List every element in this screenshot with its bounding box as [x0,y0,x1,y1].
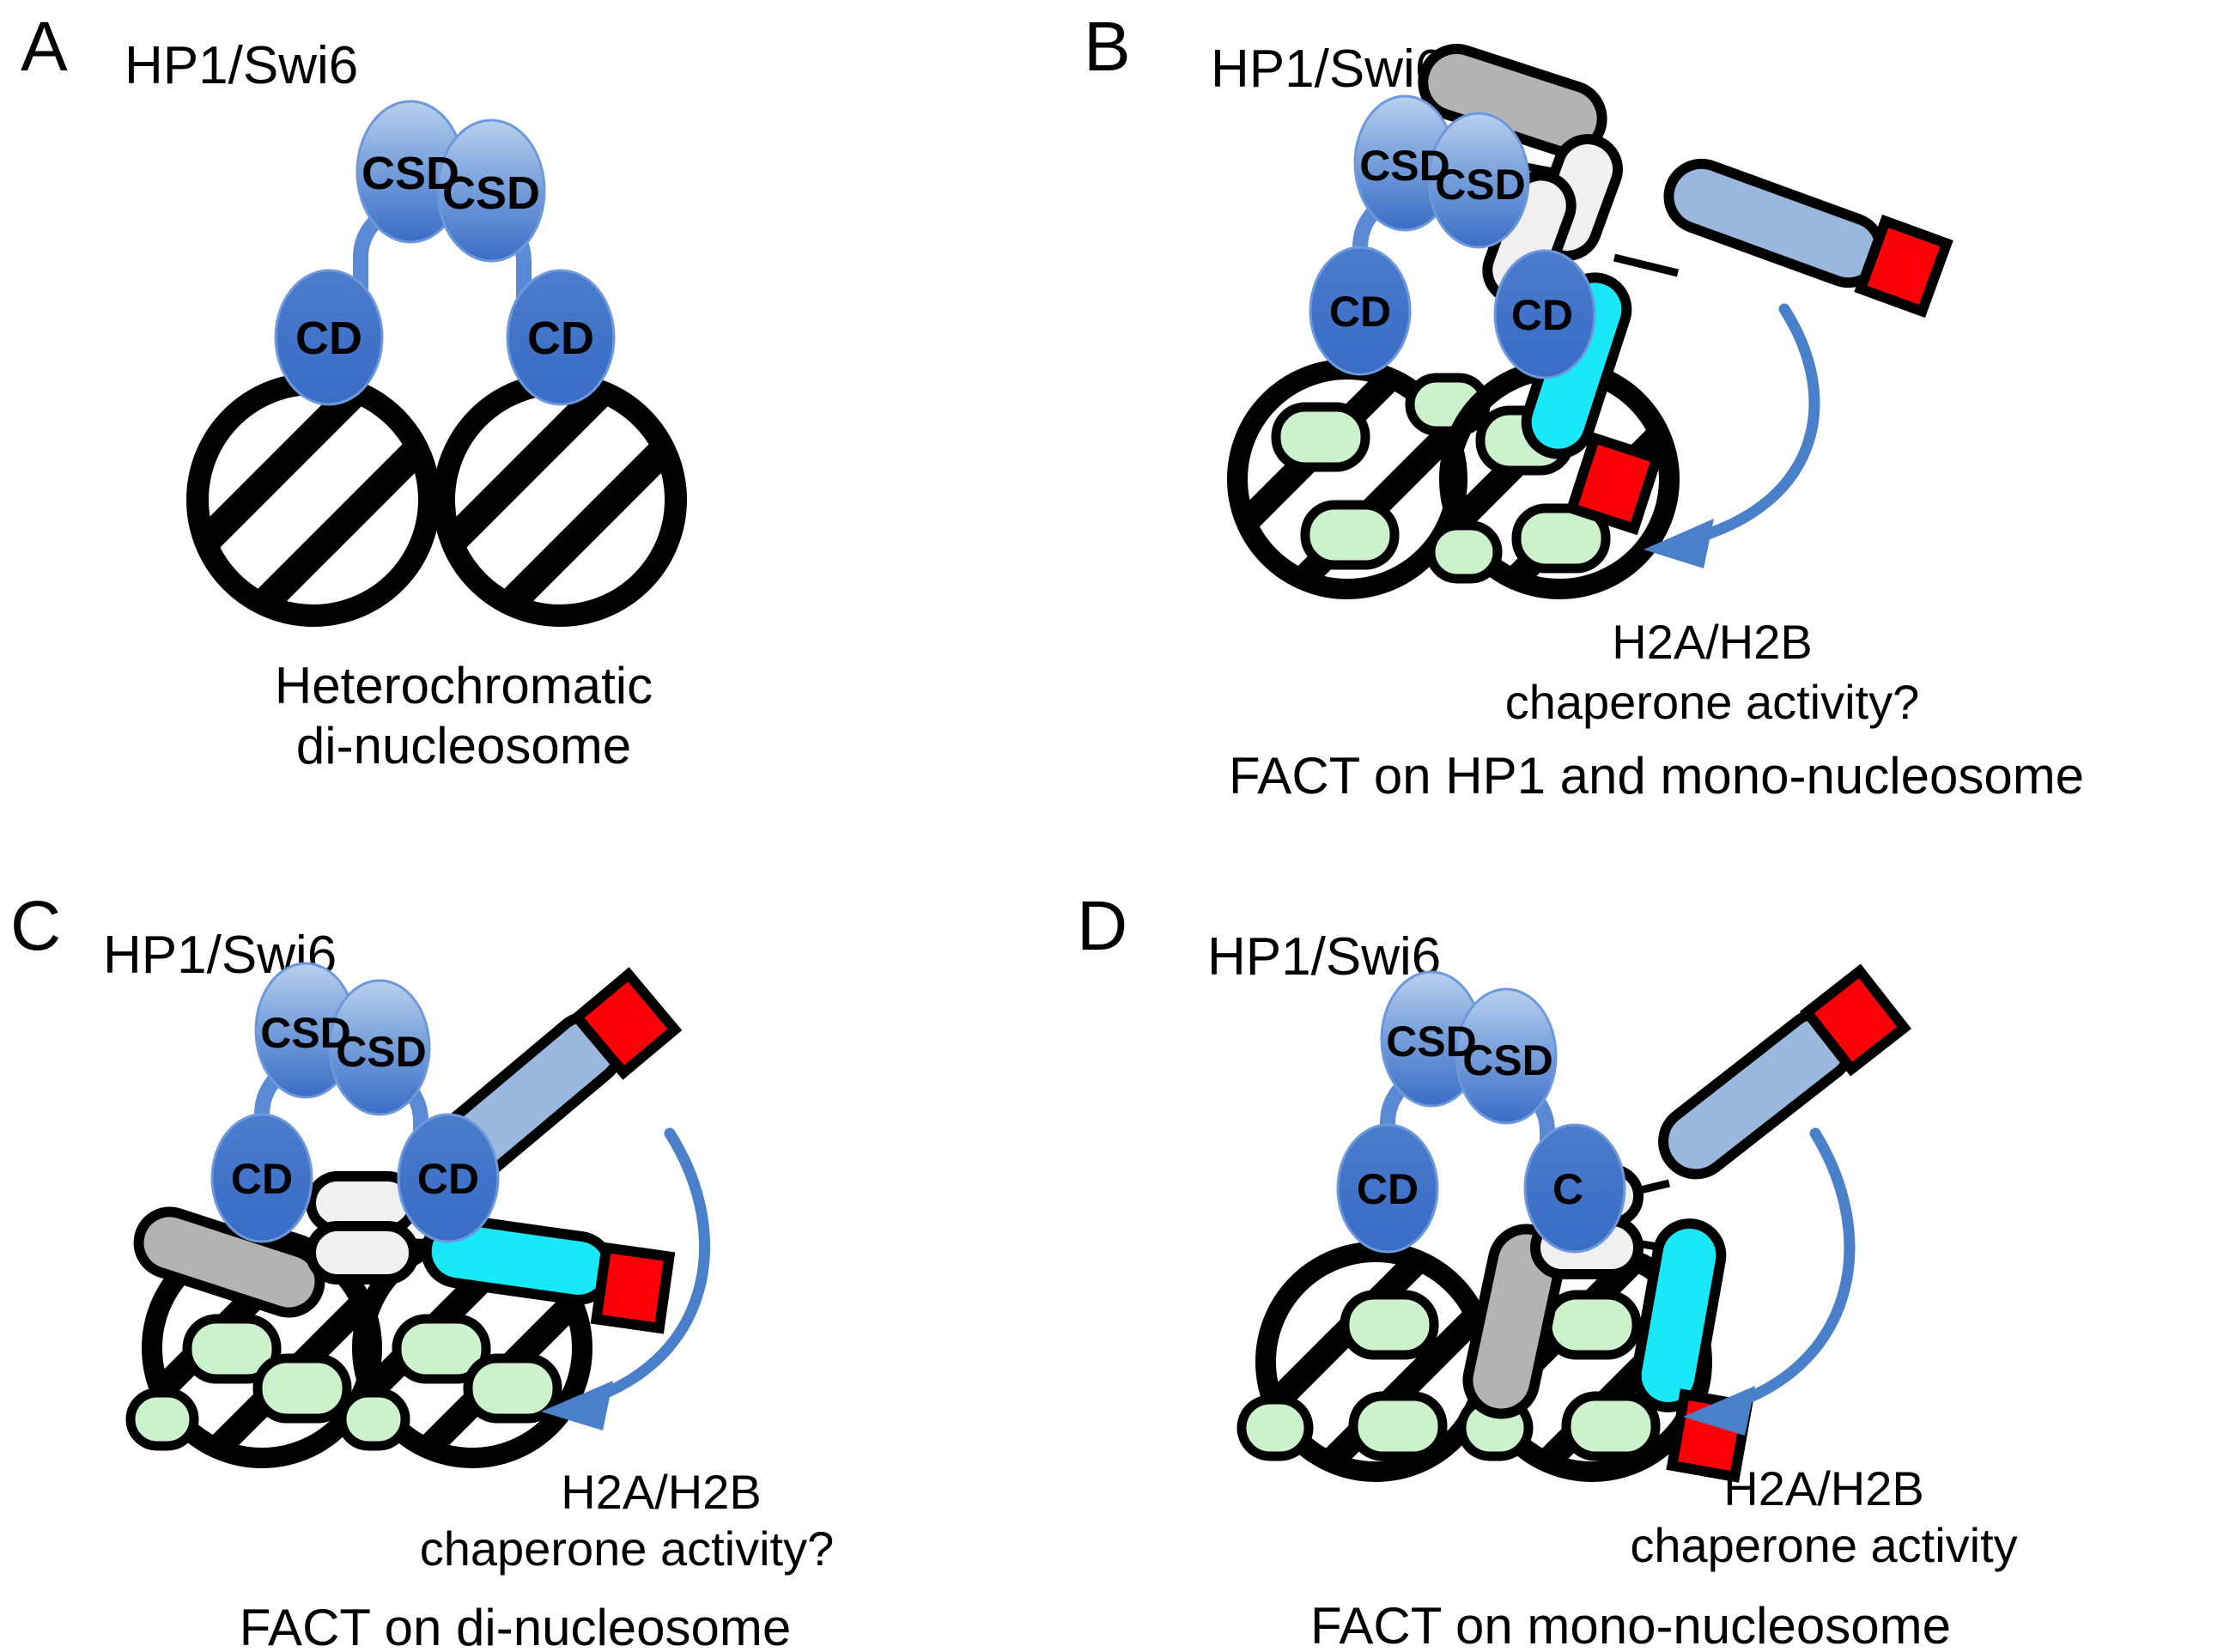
fact-cyan-capsule [1631,1218,1727,1412]
panel-d-cd-left-label: CD [1357,1165,1419,1213]
panel-d-letter: D [1077,887,1128,965]
panel-b-letter: B [1084,8,1131,86]
fact-cyan-red-tip [1565,431,1663,536]
chaperone-arrow [1683,1127,1856,1436]
panel-c: C HP1/Swi6 [0,884,1118,1652]
nucleosome-left [1236,1242,1496,1482]
fact-gray-capsule [1462,1224,1565,1419]
fact-white-capsule-lower [306,1221,419,1285]
fact-cyan-red-tip [590,1242,676,1334]
fact-lightblue-capsule [1663,158,1887,288]
panel-c-diagram: CSD CSD CD CD [125,962,710,1468]
panel-c-cd-left-label: CD [231,1155,293,1203]
panel-a: A HP1/Swi6 [0,0,1118,826]
panel-b-annotation-line1: H2A/H2B [1612,615,1813,669]
panel-a-hp1-label: HP1/Swi6 [125,36,359,95]
h2a-h2b-dimer-group-right [337,1314,562,1451]
panel-d-caption-line1: FACT on mono-nucleosome [1310,1597,1951,1652]
panel-b-annotation-line2: chaperone activity? [1504,675,1920,729]
panel-d-annotation-line2: chaperone activity [1630,1518,2018,1572]
panel-b-cd-left-label: CD [1329,288,1391,336]
panel-d: D HP1/Swi6 [1077,884,2236,1652]
panel-d-annotation-line1: H2A/H2B [1723,1461,1924,1515]
panel-a-letter: A [21,8,68,86]
panel-b: B HP1/Swi6 [1077,0,2236,826]
panel-b-csd-left-label: CSD [1359,142,1450,190]
panel-c-annotation-line2: chaperone activity? [419,1521,835,1576]
panel-a-diagram: CSD CSD CD CD [186,100,687,627]
panel-c-caption-line1: FACT on di-nucleosome [239,1599,792,1652]
panel-c-annotation-line1: H2A/H2B [561,1465,762,1519]
fact-lightblue-red-tip [1799,963,1912,1077]
fact-lightblue-red-tip [1854,214,1953,319]
panel-b-csd-right-label: CSD [1435,161,1526,209]
panel-c-letter: C [10,887,62,965]
panel-c-cd-right-label: CD [417,1155,479,1203]
h2a-h2b-dimer-group-left [125,1314,352,1451]
chaperone-arrow [541,1127,710,1430]
panel-a-caption-line1: Heterochromatic [274,657,653,714]
panel-a-csd-left-label: CSD [362,148,459,199]
panel-d-diagram: CSD CSD CD C [1236,963,1912,1483]
h2a-h2b-dimer-group-left [1236,1290,1448,1461]
fact-lightblue-red-tip [569,967,683,1080]
panel-c-csd-left-label: CSD [260,1009,351,1057]
h2a-h2b-dimer-group-right [1425,405,1611,584]
chaperone-arrow [1644,303,1820,568]
fact-complex [133,967,683,1334]
panel-d-csd-left-label: CSD [1386,1017,1477,1066]
panel-a-cd-left-label: CD [295,313,362,364]
panel-b-hp1-label: HP1/Swi6 [1211,39,1445,99]
panel-c-csd-right-label: CSD [336,1028,427,1076]
panel-b-diagram: CSD CSD CD CD [1227,43,1953,599]
panel-a-csd-right-label: CSD [442,167,540,219]
panel-d-cd-right-label: C [1552,1165,1583,1213]
panel-b-cd-right-label: CD [1511,291,1573,339]
fact-complex [1418,43,1953,536]
panel-d-hp1-label: HP1/Swi6 [1207,927,1442,987]
panel-d-csd-right-label: CSD [1462,1036,1553,1084]
nucleosome-right [337,1228,592,1468]
panel-b-caption-line1: FACT on HP1 and mono-nucleosome [1228,747,2085,805]
panel-a-cd-right-label: CD [527,313,594,364]
panel-a-caption-line2: di-nucleosome [295,717,632,774]
